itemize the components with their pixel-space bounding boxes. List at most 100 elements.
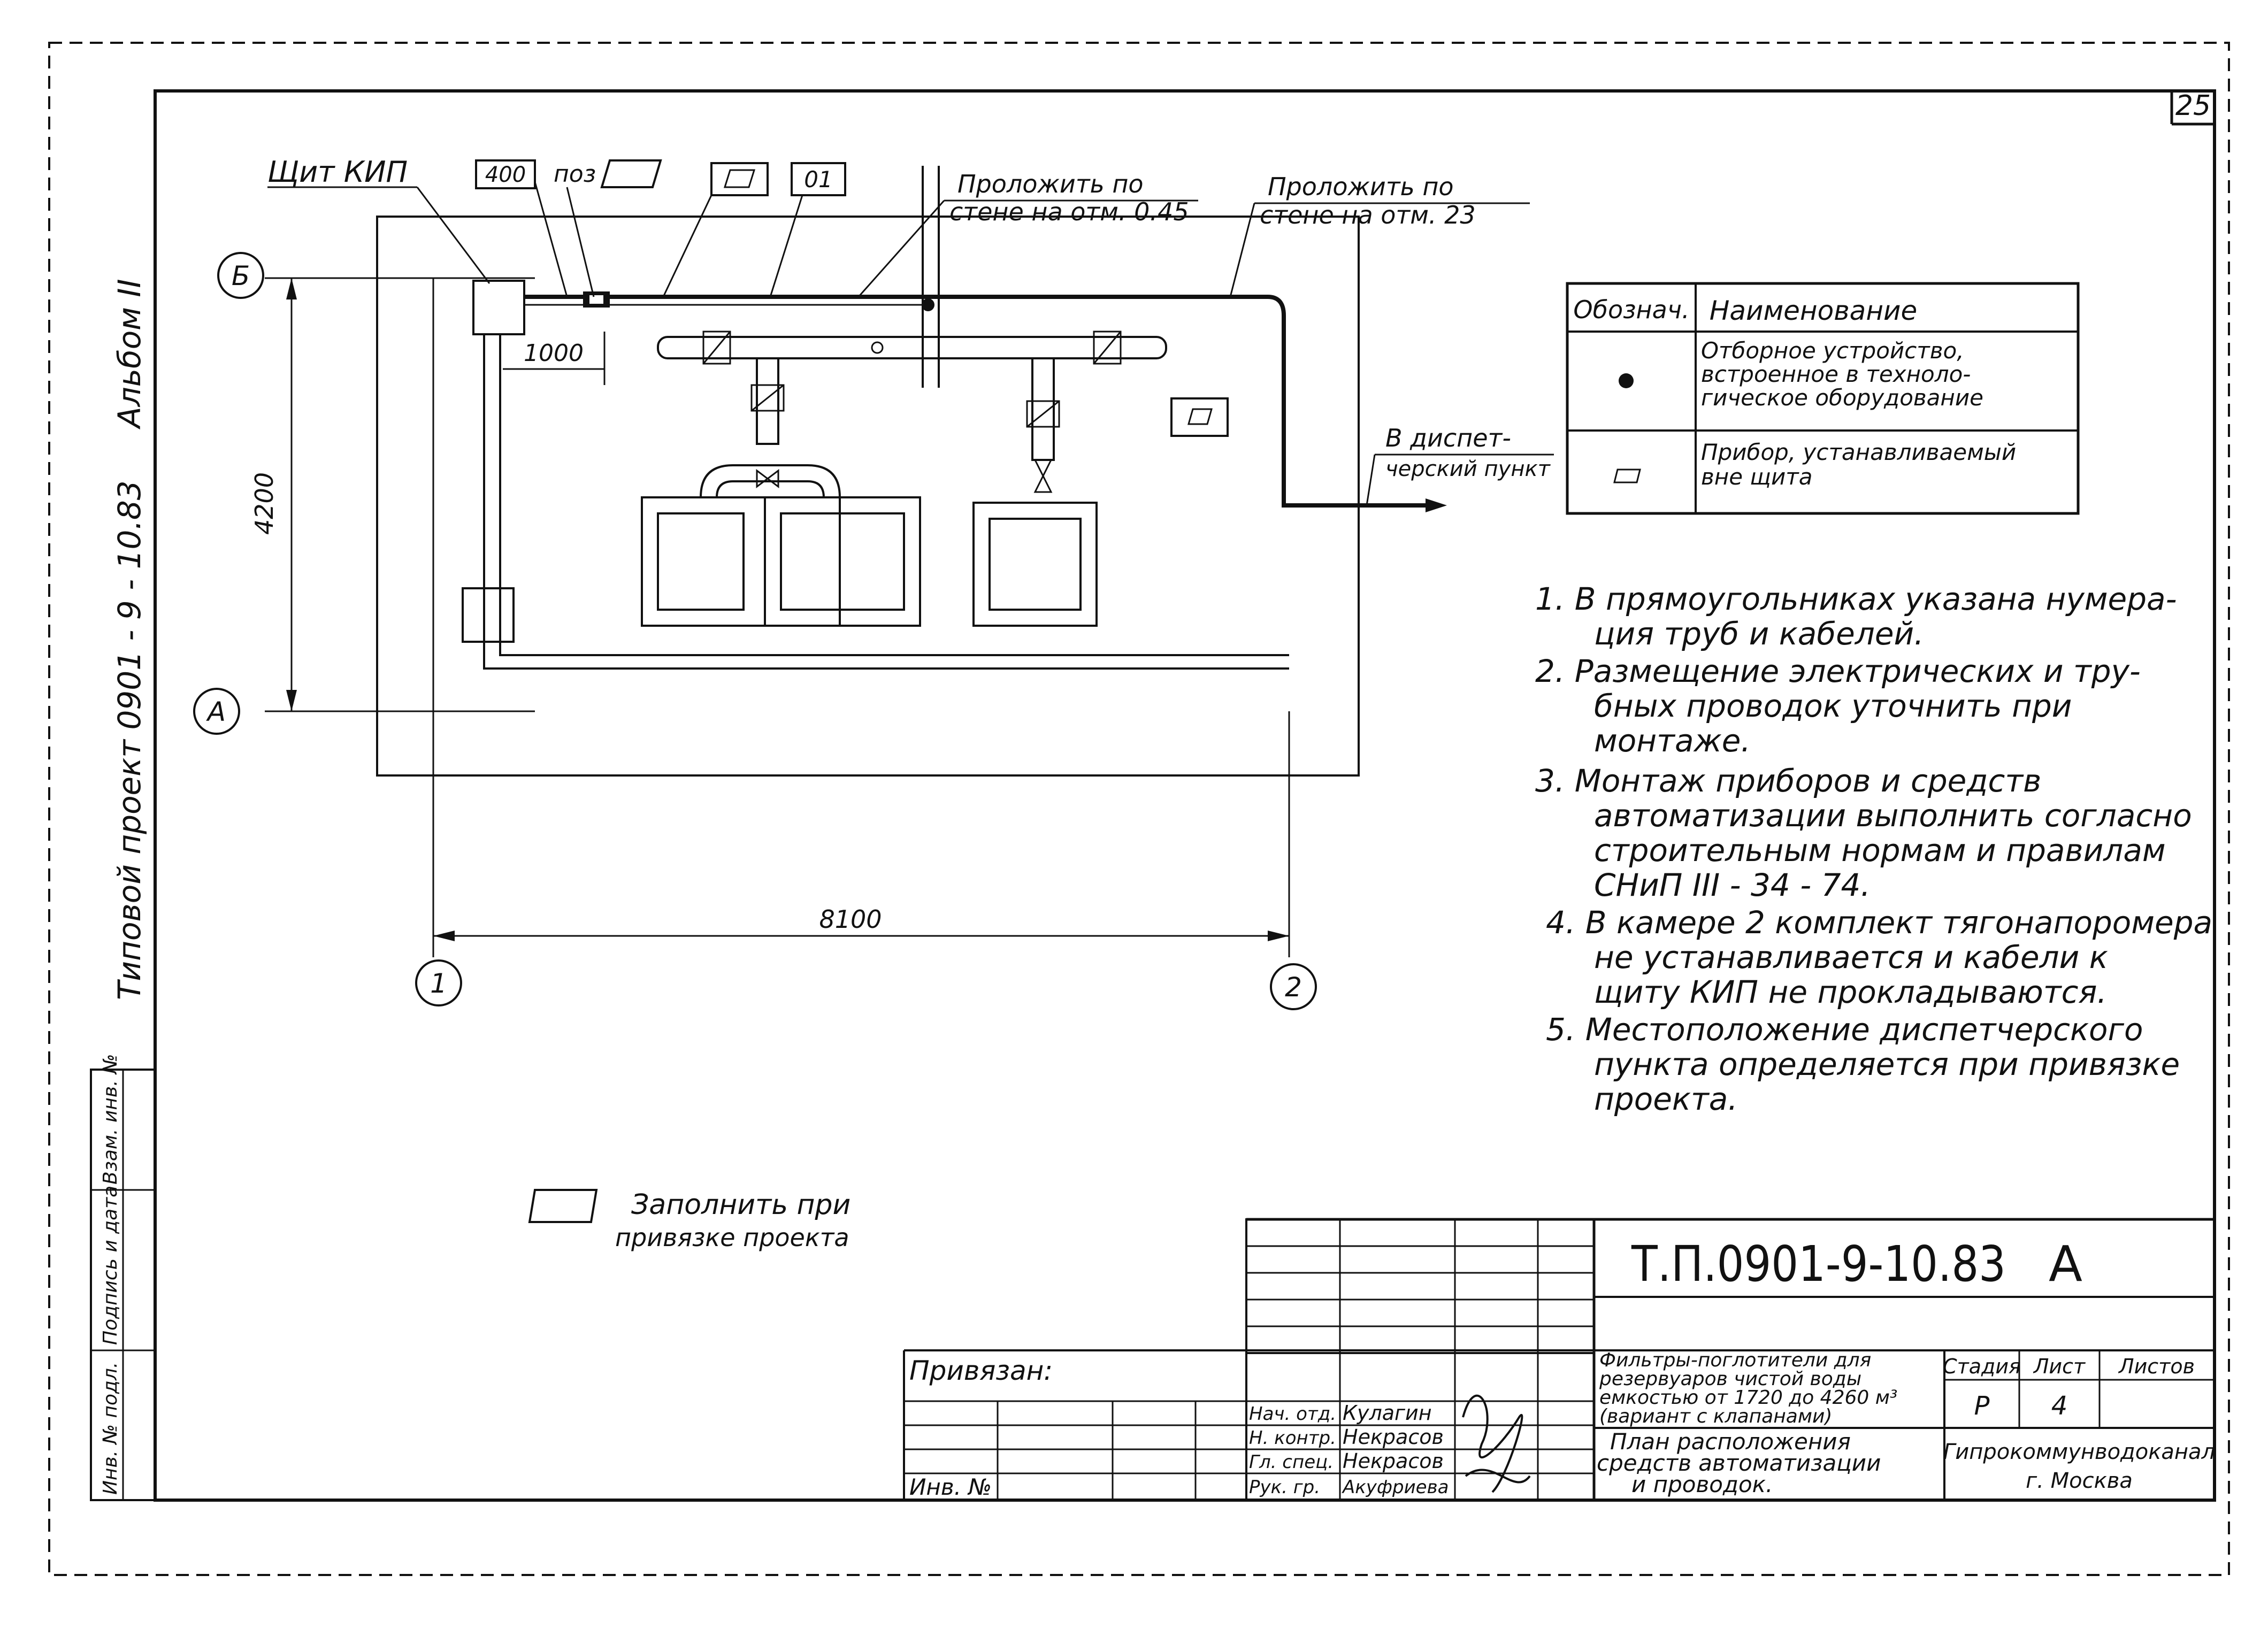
instrument-symbol: [1613, 468, 1641, 483]
route-note-1-line2: стене на отм. 0.45: [949, 197, 1189, 226]
svg-text:привязке проекта: привязке проекта: [615, 1223, 849, 1252]
note-line: ция труб и кабелей.: [1594, 616, 1924, 652]
route-note-1-line1: Проложить по: [957, 170, 1144, 198]
svg-text:резервуаров чистой воды: резервуаров чистой воды: [1599, 1368, 1861, 1390]
dim-4200: 4200: [250, 472, 279, 535]
note-line: 3. Монтаж приборов и средств: [1535, 763, 2041, 799]
note-line: СНиП III - 34 - 74.: [1594, 867, 1871, 903]
svg-text:А: А: [206, 696, 226, 727]
tag-poz-box: [600, 159, 662, 188]
tag-box-400: [475, 159, 536, 189]
name-4: Акуфриева: [1342, 1477, 1449, 1498]
note-line: 4. В камере 2 комплект тягонапоромера: [1546, 904, 2212, 941]
filter-tank-2: [764, 496, 921, 627]
stage-label: Стадия: [1943, 1355, 2021, 1378]
title-block: Т.П.0901-9-10.83 А Привязан: Инв. № Нач.…: [903, 1218, 2215, 1500]
lists-label: Листов: [2118, 1355, 2195, 1378]
list-value: 4: [2051, 1391, 2068, 1421]
side-stamp: Инв. № подл. Подпись и дата Взам. инв. №: [90, 1054, 156, 1501]
svg-text:Прибор, устанавливаемый: Прибор, устанавливаемый: [1701, 439, 2016, 465]
stamp-inv-repl: Взам. инв. №: [99, 1054, 121, 1185]
route-note-2-line2: стене на отм. 23: [1260, 201, 1476, 229]
dispatch-note-line1: В диспет-: [1385, 424, 1511, 452]
svg-text:400: 400: [485, 163, 526, 187]
stamp-inv-orig: Инв. № подл.: [99, 1362, 121, 1495]
svg-text:Отборное устройство,: Отборное устройство,: [1701, 337, 1964, 364]
note-line: строительным нормам и правилам: [1594, 832, 2166, 869]
svg-text:вне щита: вне щита: [1701, 464, 1812, 490]
note-line: пункта определяется при привязке: [1594, 1046, 2180, 1082]
tag-box-01: [791, 162, 846, 196]
signature-mark: [1462, 1394, 1531, 1493]
plan-view: Б А 1 2 4200 8100 1000: [193, 155, 1554, 1010]
axis-a-bubble: А: [193, 688, 240, 735]
route-note-2-line1: Проложить по: [1268, 172, 1454, 201]
svg-text:Фильтры-поглотители для: Фильтры-поглотители для: [1599, 1349, 1871, 1371]
note-line: бных проводок уточнить при: [1594, 688, 2072, 724]
note-line: не устанавливается и кабели к: [1594, 939, 2108, 975]
notes-block: 1. В прямоугольниках указана нумера- ция…: [1535, 581, 2212, 1117]
name-3: Некрасов: [1343, 1449, 1444, 1473]
svg-text:емкостью от 1720 до 4260 м³: емкостью от 1720 до 4260 м³: [1599, 1387, 1897, 1409]
stamp-sign-date: Подпись и дата: [99, 1186, 121, 1345]
note-line: 5. Местоположение диспетчерского: [1546, 1011, 2143, 1048]
project-side-label: Типовой проект 0901 - 9 - 10.83: [111, 480, 148, 1000]
note-line: монтаже.: [1594, 723, 1751, 759]
svg-text:встроенное в техноло-: встроенное в техноло-: [1701, 361, 1971, 387]
inv-no-label: Инв. №: [909, 1474, 992, 1500]
field-instrument: [1170, 397, 1229, 437]
axis-b-bubble: Б: [217, 252, 264, 299]
svg-text:План расположения: План расположения: [1610, 1428, 1851, 1455]
legend-col-designation: Обознач.: [1573, 295, 1689, 324]
kip-panel-label: Щит КИП: [267, 155, 408, 189]
svg-text:(вариант с клапанами): (вариант с клапанами): [1599, 1405, 1832, 1427]
album-label: Альбом II: [111, 279, 148, 430]
tap-device-symbol: [1619, 373, 1634, 388]
tag-box-blank: [710, 162, 769, 196]
name-1: Кулагин: [1343, 1401, 1432, 1425]
side-captions: Альбом II Типовой проект 0901 - 9 - 10.8…: [111, 279, 148, 1000]
note-line: 2. Размещение электрических и тру-: [1535, 653, 2141, 689]
axis-2-bubble: 2: [1270, 963, 1317, 1010]
note-line: автоматизации выполнить согласно: [1594, 797, 2192, 834]
role-ruk-gr: Рук. гр.: [1249, 1477, 1320, 1498]
note-line: проекта.: [1594, 1081, 1738, 1117]
filter-tank-1: [641, 496, 841, 627]
role-n-kontr: Н. контр.: [1249, 1427, 1336, 1449]
filter-tank-3: [972, 502, 1098, 627]
org-name: Гипрокоммунводоканал: [1943, 1440, 2215, 1464]
legend-col-name: Наименование: [1710, 295, 1918, 326]
axis-1-bubble: 1: [415, 959, 462, 1006]
stage-value: Р: [1974, 1391, 1990, 1421]
svg-text:Б: Б: [232, 260, 250, 291]
note-line: щиту КИП не прокладываются.: [1594, 974, 2107, 1010]
svg-text:Заполнить при: Заполнить при: [631, 1189, 851, 1221]
dispatch-note-line2: черский пункт: [1385, 457, 1551, 481]
org-city: г. Москва: [2026, 1469, 2133, 1493]
dim-8100: 8100: [819, 905, 882, 934]
svg-text:2: 2: [1285, 972, 1302, 1003]
privyazan-label: Привязан:: [909, 1355, 1053, 1386]
doc-code: Т.П.0901-9-10.83: [1631, 1235, 2006, 1293]
svg-text:1: 1: [430, 968, 447, 999]
name-2: Некрасов: [1343, 1425, 1444, 1449]
note-line: 1. В прямоугольниках указана нумера-: [1535, 581, 2177, 617]
legend-table: Обознач. Наименование Отборное устройств…: [1566, 282, 2080, 515]
fill-note: Заполнить при привязке проекта: [528, 1189, 851, 1252]
tag-poz-label: поз: [554, 160, 596, 188]
list-label: Лист: [2033, 1355, 2086, 1378]
svg-text:гическое оборудование: гическое оборудование: [1701, 385, 1983, 411]
sheet-frame: 25: [48, 42, 2230, 1576]
sheet-number: 25: [2175, 90, 2211, 122]
svg-text:01: 01: [804, 166, 832, 193]
role-gl-spec: Гл. спец.: [1249, 1451, 1334, 1473]
svg-text:средств автоматизации: средств автоматизации: [1597, 1450, 1881, 1476]
building-outline: [376, 216, 1360, 777]
doc-suffix: А: [2049, 1235, 2082, 1293]
dim-1000: 1000: [524, 340, 584, 367]
role-nach-otd: Нач. отд.: [1249, 1403, 1336, 1425]
kip-panel: [472, 280, 525, 335]
svg-text:и проводок.: и проводок.: [1631, 1471, 1773, 1497]
junction-box: [462, 587, 515, 643]
